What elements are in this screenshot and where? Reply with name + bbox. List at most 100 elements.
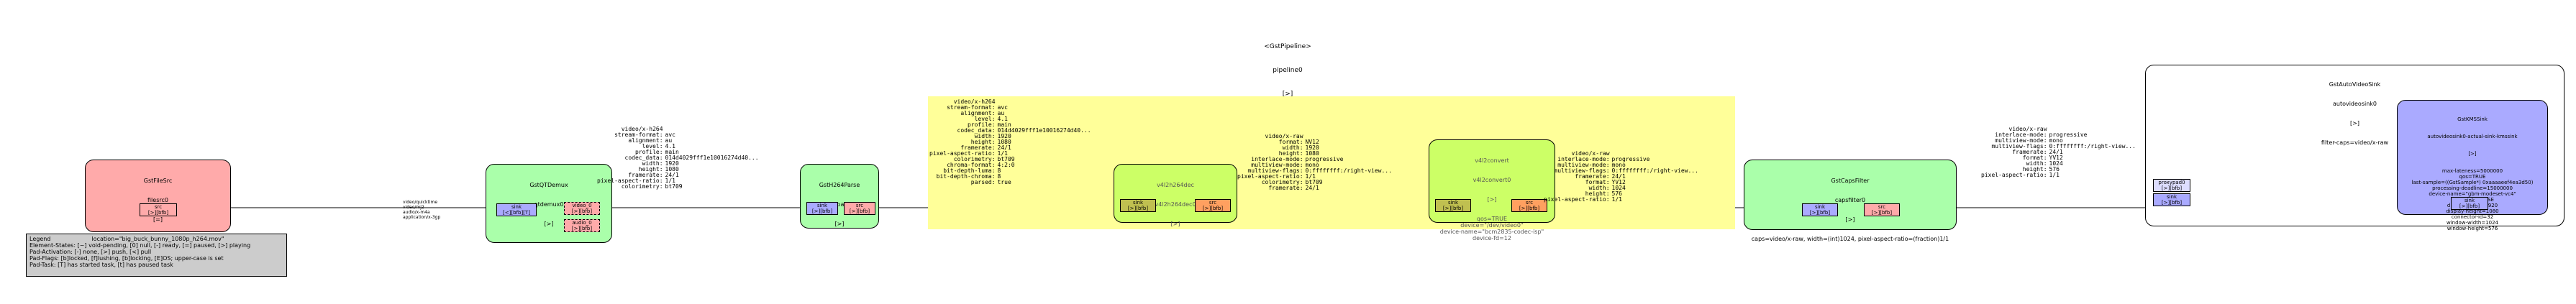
legend-title: Legend [29,236,51,242]
caps-key: interlace-mode: [1995,132,2047,138]
caps-row: pixel-aspect-ratio:1/1 [1237,174,1392,180]
capsfilter-src-pad[interactable]: src [>][bfb] [1864,203,1900,216]
caps-key: multiview-flags: [1991,143,2047,149]
caps-row: height:1080 [597,167,759,172]
v4l2convert-src-pad[interactable]: src [>][bfb] [1511,199,1547,212]
caps-row: format:NV12 [1237,139,1392,145]
element-type: GstKMSSink [2457,116,2488,122]
caps-row: codec_data:014d4029fff1e10016274d40... [929,128,1091,134]
caps-key: codec_data: [957,127,996,134]
caps-value: 576 [2049,166,2060,172]
element-type: v4l2convert [1475,157,1509,164]
caps-row: multiview-flags:0:ffffffff:/right-view..… [1237,167,1391,174]
caps-value: 24/1 [997,144,1011,151]
caps-row: framerate:24/1 [1544,174,1698,180]
h264parse-src-pad[interactable]: src [>][bfb] [844,202,875,215]
caps-key: colorimetry: [1261,179,1303,185]
element-type: GstH264Parse [819,182,860,188]
caps-row: colorimetry:bt709 [1237,180,1392,185]
caps-row: multiview-flags:0:ffffffff:/right-view..… [1981,143,2136,149]
caps-row: video/x-raw [1237,134,1392,139]
caps-key: framerate: [1268,185,1303,191]
caps-row: framerate:24/1 [1237,185,1392,191]
h264parse-node[interactable]: GstH264Parse h264parse0 [>] sink [>][bfb… [800,164,879,229]
v4l2h264dec-src-pad[interactable]: src [>][bfb] [1195,199,1231,212]
caps-value: 1024 [1611,185,1626,191]
element-state: [>] [1170,221,1180,227]
caps-row: level:4.1 [929,116,1091,122]
caps-value: 24/1 [1305,185,1319,191]
caps-row: pixel-aspect-ratio:1/1 [929,151,1091,157]
autovideosink-sink-pad[interactable]: sink [>][bfb] [2153,193,2190,206]
kmssink-node[interactable]: GstKMSSink autovideosink0-actual-sink-km… [2397,100,2548,231]
caps-row: width:1920 [929,134,1091,139]
caps-value: 4:2:0 [997,162,1015,168]
kmssink-sink-pad[interactable]: sink [>][bfb] [2451,197,2488,210]
caps-value: main [997,121,1011,128]
caps-value: 576 [1611,190,1622,197]
caps-row: parsed:true [929,180,1091,185]
caps-value: 1080 [997,139,1011,145]
qtdemux-audio-pad[interactable]: audio_0 [>][bfb] [564,219,600,232]
caps-key: colorimetry: [953,156,996,162]
v4l2convert-sink-pad[interactable]: sink [>][bfb] [1435,199,1471,212]
caps-key: video/x-raw [2008,126,2047,132]
caps-value: 24/1 [2049,149,2063,155]
v4l2convert-node[interactable]: v4l2convert v4l2convert0 [>] qos=TRUE de… [1429,139,1555,241]
legend-box: Legend Element-States: [~] void-pending,… [26,234,287,277]
element-properties: qos=TRUE device="/dev/video0" device-nam… [1439,216,1544,241]
caps-value: au [665,137,673,144]
caps-value: true [997,179,1011,185]
caps-key: height: [1278,150,1303,157]
caps-key: height: [970,139,996,145]
qtdemux-video-pad[interactable]: video_0 [>][bfb] [564,202,600,215]
caps-value: 1/1 [2049,172,2060,178]
caps-value: progressive [1611,156,1650,162]
v4l2h264dec-label: v4l2h264dec v4l2h264dec0 [>] [1114,169,1237,240]
caps-row: width:1920 [597,161,759,167]
v4l2convert-label: v4l2convert v4l2convert0 [>] qos=TRUE de… [1429,144,1555,254]
caps-key: multiview-flags: [1247,167,1303,174]
caps-key: video/x-raw [1265,133,1303,139]
caps-key: framerate: [1575,173,1610,180]
v4l2h264dec-node[interactable]: v4l2h264dec v4l2h264dec0 [>] sink [>][bf… [1114,164,1237,227]
caps-value: mono [1611,162,1626,168]
caps-key: pixel-aspect-ratio: [1544,196,1610,203]
h264parse-sink-pad[interactable]: sink [>][bfb] [806,202,838,215]
caps-value: 0:ffffffff:/right-view... [2049,143,2136,149]
capsfilter-node[interactable]: GstCapsFilter capsfilter0 [>] caps=video… [1744,160,1957,242]
qtdemux-sink-pad[interactable]: sink [<][bfb][T] [496,203,537,216]
filesrc-node[interactable]: GstFileSrc filesrc0 [=] location="big_bu… [85,160,231,242]
caps-row: multiview-mode:mono [1981,138,2136,144]
caps-row: profile:main [929,122,1091,128]
v4l2h264dec-sink-pad[interactable]: sink [>][bfb] [1120,199,1156,212]
edge1-caps: video/quicktime video/mj2 audio/x-m4a ap… [403,200,441,220]
element-state: [>] [2468,151,2477,157]
caps-value: 1080 [1305,150,1319,157]
element-name: v4l2convert0 [1473,177,1511,183]
capsfilter-sink-pad[interactable]: sink [>][bfb] [1802,203,1838,216]
autovideosink-ghost-pad[interactable]: proxypad0 [>][bfb] [2153,179,2190,192]
element-state: [>] [2350,120,2359,126]
h264parse-label: GstH264Parse h264parse0 [>] [801,169,878,240]
qtdemux-node[interactable]: GstQTDemux qtdemux0 [>] sink [<][bfb][T]… [486,164,612,243]
caps-row: video/x-raw [1544,151,1698,157]
element-type: GstQTDemux [529,182,568,188]
pipeline-name: pipeline0 [1273,67,1303,74]
element-name: v4l2h264dec0 [1155,201,1196,208]
kmssink-label: GstKMSSink autovideosink0-actual-sink-km… [2398,105,2547,243]
caps-key: interlace-mode: [1557,156,1610,162]
filesrc-label: GstFileSrc filesrc0 [=] location="big_bu… [86,165,230,255]
caps-row: profile:main [597,149,759,155]
filesrc-src-pad[interactable]: src [>][bfb] [140,203,177,216]
caps-key: framerate: [960,144,996,151]
autovideosink-node[interactable]: GstAutoVideoSink autovideosink0 [>] filt… [2145,65,2564,231]
caps-row: stream-format:avc [597,132,759,138]
caps-row: interlace-mode:progressive [1237,157,1392,162]
